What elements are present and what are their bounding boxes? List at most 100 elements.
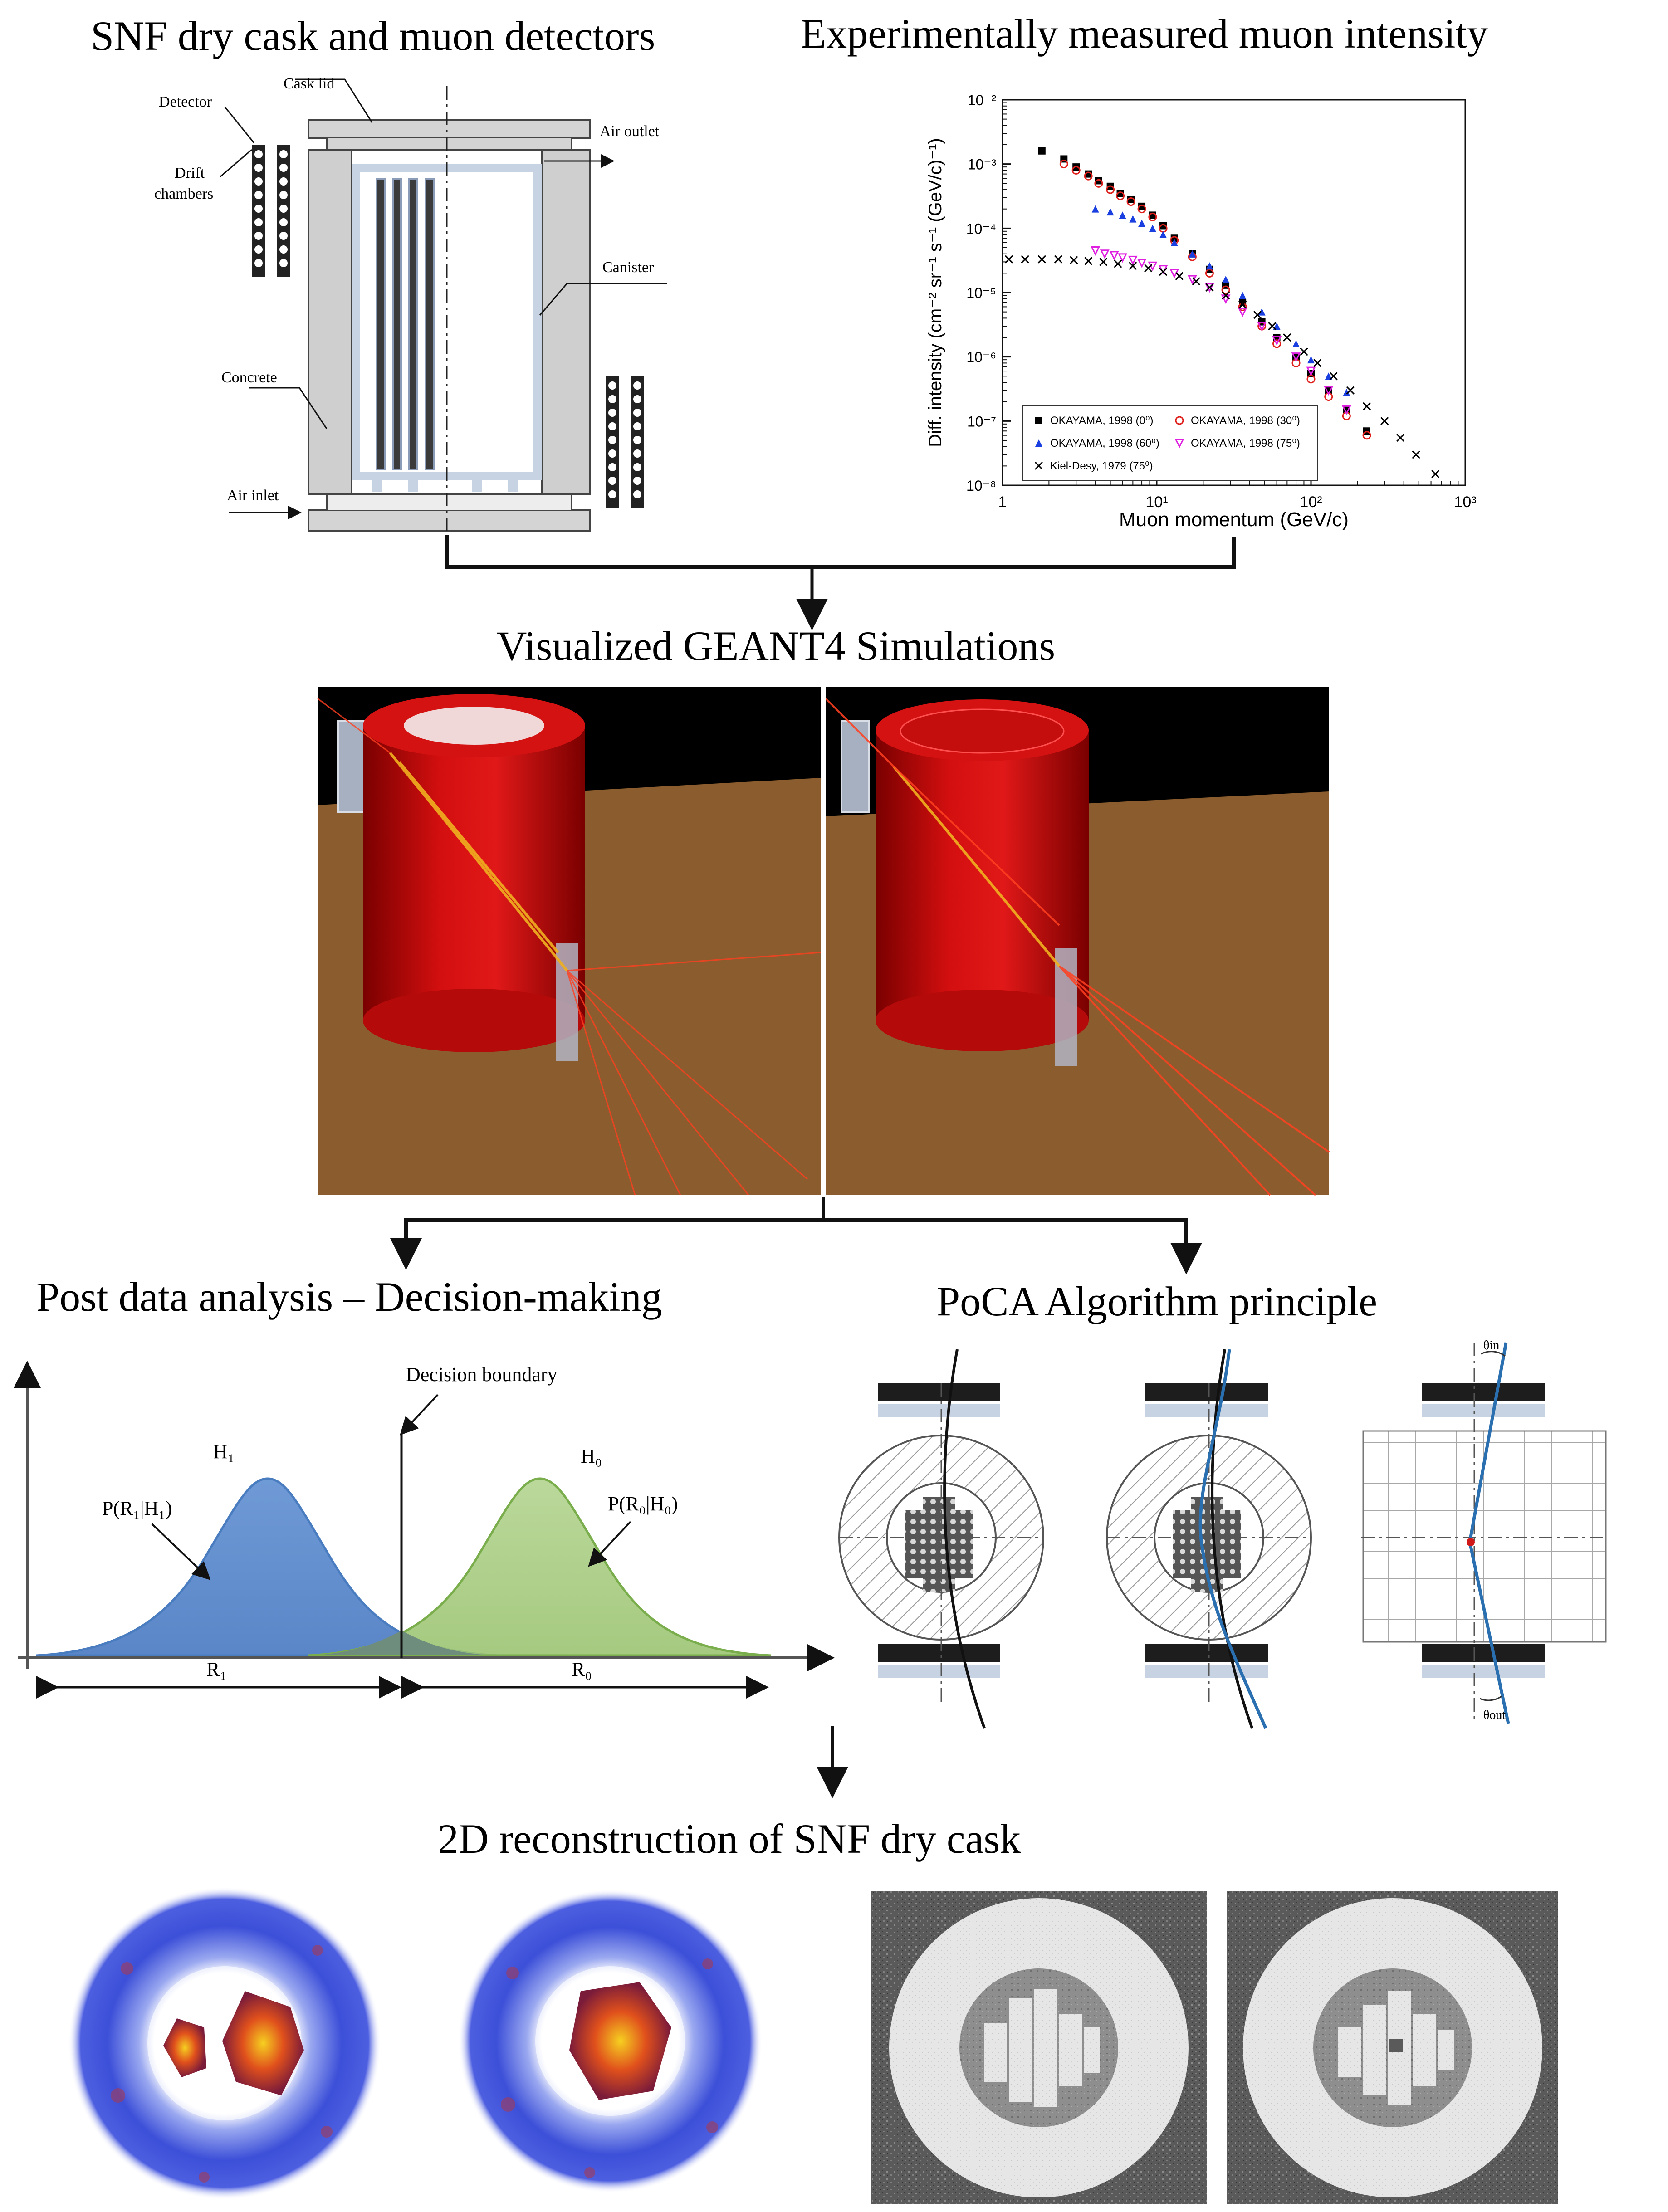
legend-label: Kiel-Desy, 1979 (75⁰) [1050, 460, 1153, 472]
data-point [1095, 177, 1102, 185]
reconstruction-truth-2 [1227, 1891, 1558, 2204]
heading-recon: 2D reconstruction of SNF dry cask [438, 1816, 1021, 1862]
label-canister: Canister [602, 259, 654, 276]
data-point [1118, 253, 1127, 263]
data-point [1129, 262, 1137, 270]
data-point [1343, 388, 1350, 396]
data-point [1272, 336, 1282, 346]
data-point [1238, 300, 1247, 309]
data-point [1084, 171, 1093, 181]
data-point [1257, 322, 1267, 332]
label-drift-1: Drift [175, 165, 205, 181]
data-point [1362, 402, 1371, 410]
label-r0: R₀ [572, 1658, 592, 1680]
x-tick-label: 10² [1300, 493, 1322, 511]
legend-label: OKAYAMA, 1998 (60⁰) [1050, 437, 1159, 449]
data-point [1054, 255, 1063, 264]
data-point [1283, 333, 1291, 342]
data-point [1306, 366, 1316, 376]
reconstruction-muon-2 [458, 1889, 762, 2193]
data-point [1159, 231, 1167, 239]
data-point [1170, 239, 1178, 246]
data-point [1070, 256, 1078, 264]
data-point [1307, 356, 1315, 364]
data-point [1100, 249, 1110, 259]
data-point [1128, 255, 1138, 265]
data-point [1380, 417, 1389, 425]
heading-poca: PoCA Algorithm principle [937, 1278, 1377, 1324]
data-point [1119, 211, 1126, 219]
data-point [1431, 469, 1440, 479]
data-point [1114, 259, 1122, 268]
data-point [1059, 160, 1068, 169]
data-point [1325, 372, 1332, 380]
data-point [1137, 258, 1147, 268]
data-point [1329, 372, 1338, 381]
x-tick-label: 10³ [1454, 493, 1476, 511]
data-point [1412, 450, 1420, 459]
label-p0: P(R₀|H₀) [608, 1493, 678, 1515]
x-tick-label: 10¹ [1145, 493, 1168, 511]
data-point [1204, 283, 1214, 293]
data-point [1175, 272, 1184, 280]
h1-distribution [36, 1477, 499, 1657]
data-point [1144, 264, 1153, 273]
y-tick-label: 10⁻⁷ [967, 413, 996, 430]
data-point [1222, 276, 1230, 283]
data-point [1091, 246, 1101, 256]
label-cask-lid: Cask lid [284, 75, 334, 92]
data-point [1253, 311, 1262, 319]
data-point [1149, 225, 1156, 232]
reconstruction-muon-1 [68, 1887, 381, 2200]
data-point [1205, 269, 1214, 278]
data-point [1273, 322, 1281, 330]
data-point [1189, 250, 1196, 258]
data-point [1037, 255, 1046, 264]
data-point [1138, 202, 1146, 210]
concrete-wall-right [541, 149, 591, 495]
poca-panel-3: θin θout [1361, 1338, 1608, 1724]
y-tick-label: 10⁻⁸ [966, 478, 996, 494]
data-point [1343, 406, 1350, 414]
data-point [1205, 283, 1214, 292]
geant4-panel-right [825, 687, 1330, 1196]
reconstruction-truth-1 [871, 1891, 1207, 2204]
data-point [1109, 251, 1119, 261]
data-point [1084, 257, 1093, 265]
data-point [1325, 386, 1332, 394]
data-point [1175, 416, 1184, 425]
data-point [1005, 255, 1013, 264]
chart-points [1005, 147, 1440, 479]
data-point [1238, 308, 1247, 317]
data-point [1292, 353, 1300, 361]
data-point [1091, 205, 1099, 213]
fuel-rods [376, 178, 435, 470]
data-point [1038, 147, 1046, 155]
data-point [1116, 191, 1125, 200]
data-point [1346, 386, 1355, 395]
data-point [1221, 291, 1230, 300]
data-point [1129, 215, 1137, 223]
data-point [1362, 431, 1371, 440]
cask-schematic: Detector Drift chambers Cask lid Air out… [154, 75, 667, 532]
label-decision-boundary: Decision boundary [406, 1363, 558, 1386]
legend-label: OKAYAMA, 1998 (30⁰) [1191, 415, 1300, 427]
label-air-outlet: Air outlet [600, 123, 660, 140]
connector-middle [390, 1197, 1202, 1274]
y-tick-label: 10⁻⁴ [966, 220, 996, 237]
label-p1: P(R₁|H₁) [102, 1497, 172, 1519]
poca-panel-1 [838, 1349, 1044, 1729]
heading-intensity: Experimentally measured muon intensity [801, 10, 1488, 57]
connector-top [445, 535, 1236, 630]
label-air-inlet: Air inlet [227, 487, 279, 504]
label-theta-in: θin [1483, 1338, 1499, 1353]
data-point [1116, 190, 1124, 197]
heading-cask: SNF dry cask and muon detectors [91, 13, 655, 59]
cask-base [308, 509, 591, 532]
data-point [1268, 322, 1277, 331]
data-point [1341, 405, 1351, 415]
label-r1: R₁ [206, 1658, 227, 1680]
data-point [1238, 302, 1247, 311]
data-point [1300, 347, 1308, 356]
